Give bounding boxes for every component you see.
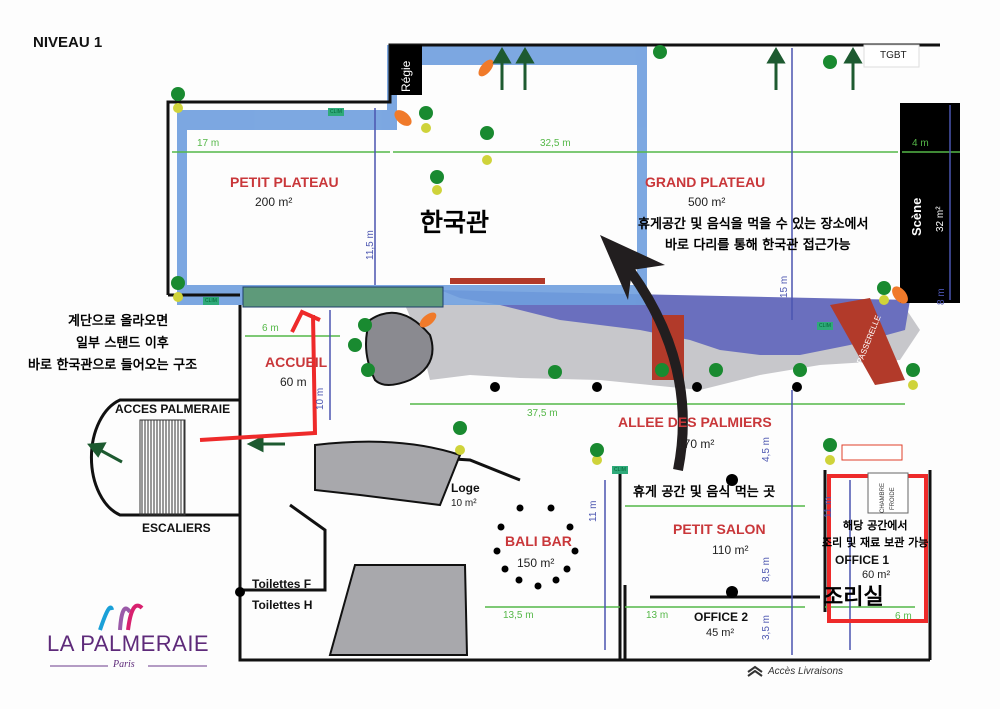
petit-plateau-area: 200 m² (255, 195, 293, 209)
grand-plateau-name: GRAND PLATEAU (645, 174, 766, 190)
regie-label: Régie (399, 60, 413, 92)
chambre-froide-box (867, 472, 909, 514)
stairs-note-1: 계단으로 올라오면 (68, 314, 169, 329)
accueil-area: 60 m (280, 375, 307, 389)
stairs-note-3: 바로 한국관으로 들어오는 구조 (28, 358, 198, 373)
clim-unit: CLIM (612, 466, 628, 474)
stand-2 (328, 564, 469, 656)
palm-trees (171, 45, 920, 465)
dim-13m: 13 m (646, 610, 669, 621)
blue-dimension-lines (329, 48, 951, 655)
kitchen-label: 조리실 (823, 585, 884, 610)
allee-name: ALLEE DES PALMIERS (618, 414, 772, 430)
route-black-arrow (618, 256, 688, 471)
chevron-up-icon (747, 665, 763, 677)
dim-4m: 4 m (912, 138, 929, 149)
grand-note-1: 휴게공간 및 음식을 먹을 수 있는 장소에서 (638, 217, 869, 232)
tgbt-label: TGBT (880, 50, 907, 61)
clim-unit: CLIM (817, 322, 833, 330)
dim-3-5m: 3,5 m (761, 614, 772, 640)
logo-palms (98, 603, 144, 631)
bali-bar-name: BALI BAR (505, 533, 572, 549)
pillars (235, 382, 802, 598)
dim-15m: 15 m (779, 275, 790, 298)
office1-area: 60 m² (862, 569, 891, 581)
dim-8m: 8 m (936, 288, 947, 305)
tgbt-box (863, 44, 920, 68)
passerelle-bridge (830, 298, 905, 385)
dim-10m: 10 m (315, 387, 326, 410)
acces-palmeraie-label: ACCES PALMERAIE (115, 402, 231, 416)
office1-name: OFFICE 1 (835, 553, 890, 567)
route-red-arrowhead (290, 309, 321, 333)
froide-label: FROIDE (890, 487, 896, 510)
korea-pavilion-label: 한국관 (420, 208, 490, 237)
entrance-arrows (87, 47, 863, 464)
allee-area: 170 m² (677, 437, 715, 451)
toilettes-f-label: Toilettes F (252, 577, 312, 591)
stairs-note-2: 일부 스탠드 이후 (76, 336, 169, 351)
level-title: NIVEAU 1 (33, 34, 103, 51)
dim-11m-bar: 11 m (588, 500, 599, 523)
green-dimension-lines (172, 151, 960, 608)
stand-1 (314, 440, 462, 507)
loge-area: 10 m² (451, 498, 477, 509)
logo-city: Paris (113, 659, 135, 670)
office-note-1: 해당 공간에서 (843, 519, 908, 532)
accueil-name: ACCUEIL (265, 354, 328, 370)
loge-name: Loge (451, 481, 480, 495)
logo-name: LA PALMERAIE (47, 631, 210, 656)
dim-37-5m: 37,5 m (527, 408, 558, 419)
office2-name: OFFICE 2 (694, 610, 749, 624)
dim-4-5m: 4,5 m (761, 436, 772, 462)
bali-bar-stools (493, 504, 579, 590)
petit-salon-name: PETIT SALON (673, 521, 766, 537)
acces-livraisons-label: Accès Livraisons (768, 666, 844, 677)
chambre-label: CHAMBRE (880, 482, 886, 513)
bridge (450, 278, 545, 284)
dim-8-5m: 8,5 m (761, 556, 772, 582)
grand-plateau-area: 500 m² (688, 195, 726, 209)
petit-plateau-name: PETIT PLATEAU (230, 174, 339, 190)
dim-11m-office: 11 m (823, 496, 834, 519)
regie-block (390, 45, 422, 95)
clim-unit: CLIM (328, 108, 344, 116)
spotlights (394, 59, 908, 328)
office-note-2: 조리 및 재료 보관 가능 (822, 536, 929, 549)
toilettes-h-label: Toilettes H (252, 598, 313, 612)
grand-note-2: 바로 다리를 통해 한국관 접근가능 (665, 238, 851, 253)
clim-unit: CLIM (203, 297, 219, 305)
salon-note: 휴게 공간 및 음식 먹는 곳 (633, 485, 776, 500)
dim-13-5m: 13,5 m (503, 610, 534, 621)
dim-6m: 6 m (262, 323, 279, 334)
dim-6m-office: 6 m (895, 611, 912, 622)
route-red-arrow (199, 314, 318, 442)
hatched-stair (841, 444, 903, 461)
route-black-arrowhead (600, 235, 665, 300)
bali-bar-area: 150 m² (517, 556, 555, 570)
dim-11-5m: 11,5 m (365, 230, 376, 260)
dim-32-5m: 32,5 m (540, 138, 571, 149)
scene-area: 32 m² (935, 206, 946, 232)
stand-bar (242, 286, 444, 308)
petit-salon-area: 110 m² (712, 543, 749, 557)
escaliers-label: ESCALIERS (142, 521, 211, 535)
staircase (139, 419, 186, 516)
dim-17m: 17 m (197, 138, 220, 149)
scene-label: Scène (909, 197, 924, 236)
office2-area: 45 m² (706, 627, 735, 639)
